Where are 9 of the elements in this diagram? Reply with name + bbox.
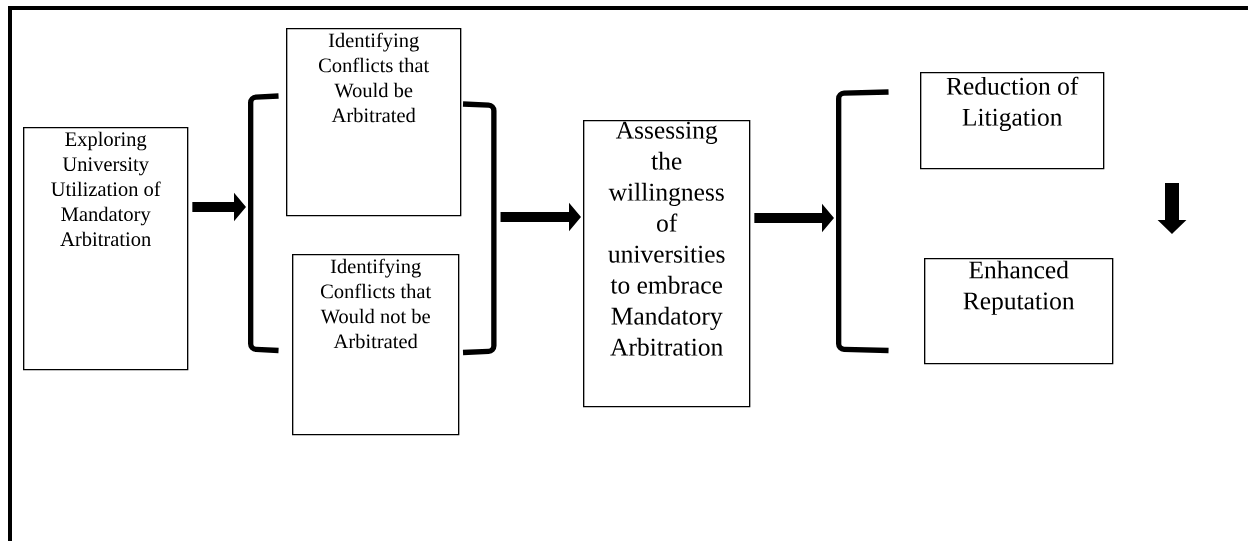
bracket [248, 93, 279, 354]
process-box: Exploring University Utilization of Mandatory Arbitration [23, 127, 189, 371]
process-box: Assessing the willingness of universities to embrace Mandatory Arbitration [583, 120, 751, 408]
bracket [836, 89, 889, 354]
process-box: Identifying Conflicts that Would be Arbitrated [286, 28, 462, 217]
bracket [462, 101, 497, 356]
process-box: Identifying Conflicts that Would not be Arbitrated [292, 254, 460, 436]
process-box: Enhanced Reputation [924, 258, 1114, 365]
process-box: Reduction of Litigation [920, 72, 1105, 170]
